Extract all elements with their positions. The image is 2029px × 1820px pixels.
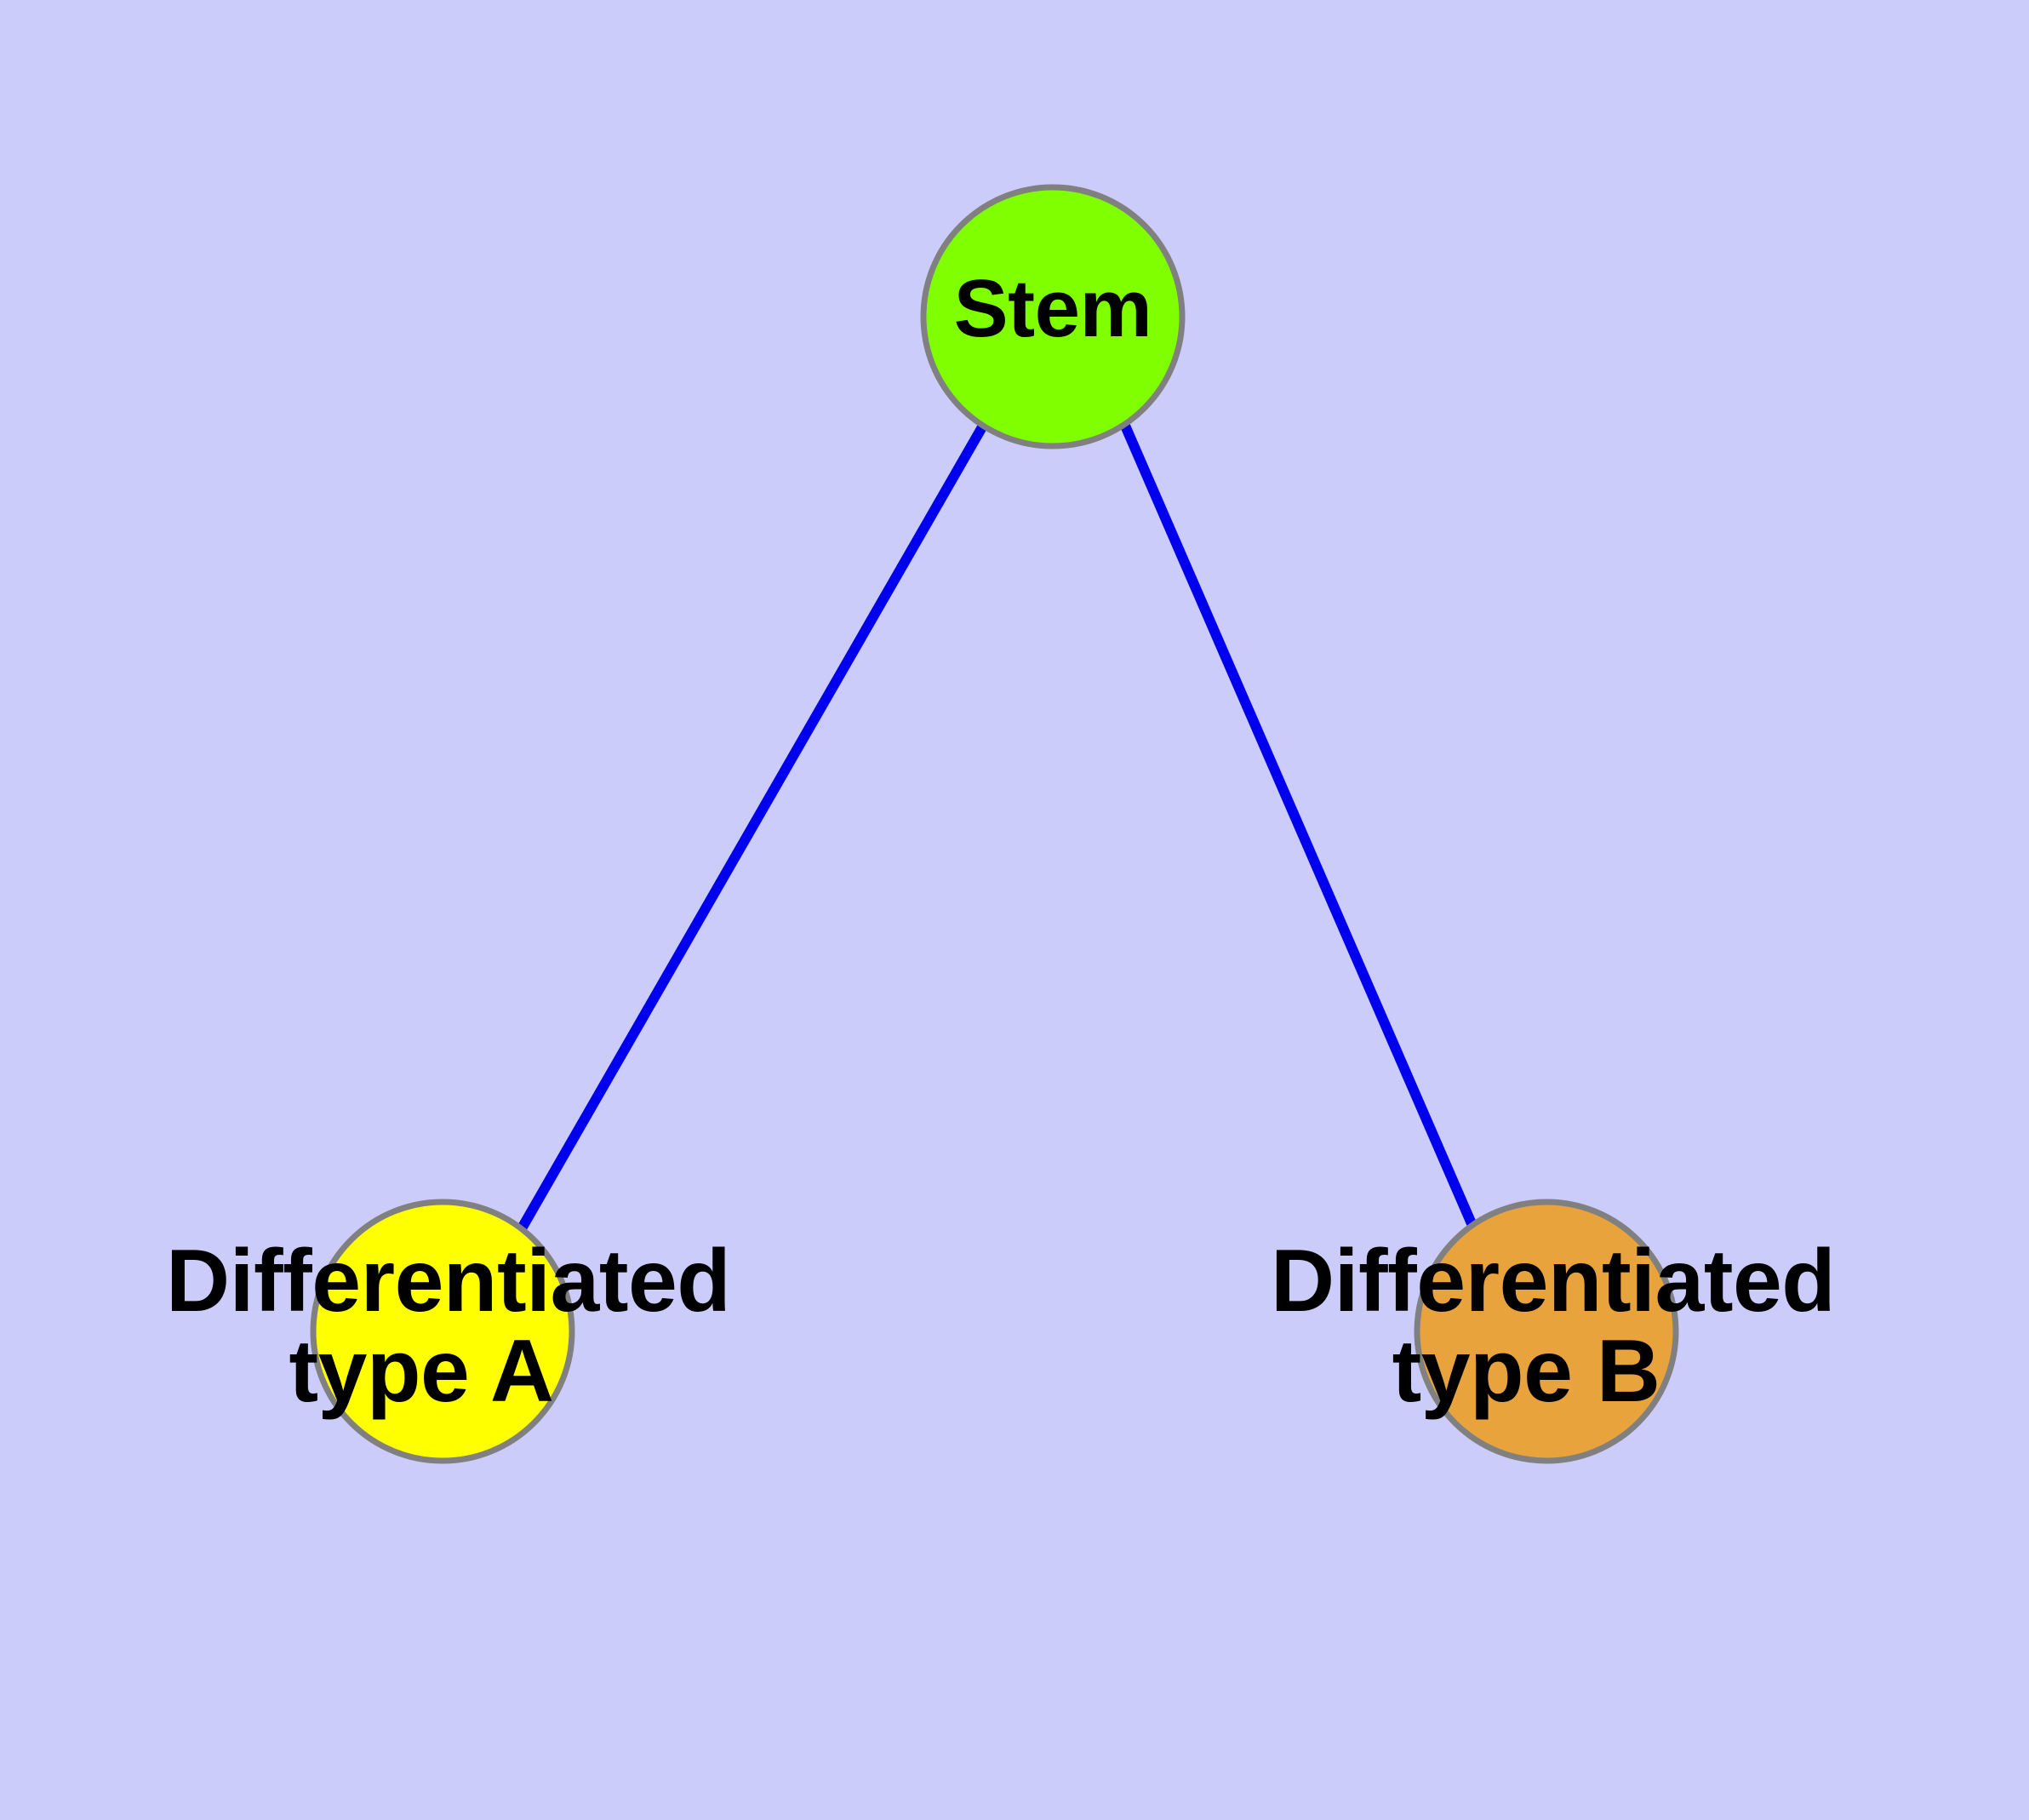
node-stem[interactable]: [920, 184, 1186, 449]
nodes-layer: [310, 184, 1679, 1464]
node-differentiated-type-b[interactable]: [1414, 1199, 1679, 1464]
edge-stem-to-differentiated-b[interactable]: [1120, 423, 1478, 1230]
edge-stem-to-differentiated-a[interactable]: [517, 423, 988, 1231]
edges-layer: [517, 423, 1478, 1231]
node-differentiated-type-a[interactable]: [310, 1199, 575, 1464]
